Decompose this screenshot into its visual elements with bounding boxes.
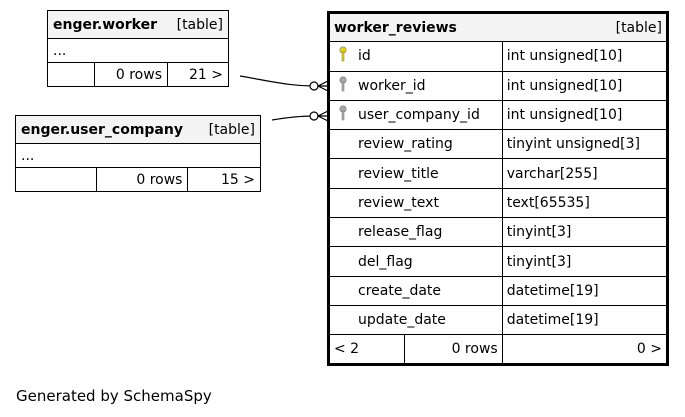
column-row[interactable]: update_date datetime[19] — [328, 304, 669, 336]
edge-worker-optional-marker — [309, 81, 319, 91]
table-row-count: 0 rows — [403, 334, 503, 365]
column-row[interactable]: release_flag tinyint[3] — [328, 217, 669, 248]
primary-key-icon — [339, 46, 347, 66]
column-name-cell: worker_id — [328, 70, 503, 101]
column-name: review_rating — [358, 136, 453, 153]
column-name: del_flag — [358, 253, 413, 270]
table-ellipsis: ... — [47, 38, 229, 63]
column-type: tinyint unsigned[3] — [501, 129, 669, 160]
column-type: tinyint[3] — [501, 246, 669, 277]
column-name: review_title — [358, 165, 439, 182]
table-children-link[interactable]: 15 > — [187, 167, 261, 192]
table-parents-link[interactable]: < 2 — [328, 334, 405, 365]
table-parents — [14, 167, 98, 192]
table-ellipsis: ... — [15, 143, 261, 168]
table-name: enger.worker — [47, 10, 168, 39]
column-type: datetime[19] — [501, 304, 669, 336]
table-row-count: 0 rows — [96, 167, 189, 192]
column-name: worker_id — [358, 77, 426, 94]
table-enger-worker[interactable]: enger.worker [table] ... 0 rows 21 > — [47, 10, 229, 87]
column-type: int unsigned[10] — [501, 41, 669, 72]
table-parents — [47, 62, 95, 87]
table-children-link[interactable]: 21 > — [167, 62, 229, 87]
column-row[interactable]: review_text text[65535] — [328, 187, 669, 219]
table-children-link[interactable]: 0 > — [501, 334, 669, 365]
column-row[interactable]: del_flag tinyint[3] — [328, 246, 669, 277]
table-row-count: 0 rows — [94, 62, 168, 87]
column-name: update_date — [358, 312, 446, 329]
column-name: user_company_id — [358, 107, 480, 124]
column-name-cell: user_company_id — [328, 99, 503, 131]
column-name-cell: review_text — [328, 187, 503, 219]
table-kind: [table] — [167, 10, 229, 39]
column-name-cell: review_title — [328, 158, 503, 189]
column-row[interactable]: id int unsigned[10] — [328, 41, 669, 72]
generated-by-footer: Generated by SchemaSpy — [16, 387, 212, 405]
column-row[interactable]: create_date datetime[19] — [328, 275, 669, 306]
edge-user-company-crowfoot — [317, 110, 329, 122]
table-name: worker_reviews — [328, 11, 503, 43]
column-name-cell: create_date — [328, 275, 503, 306]
edge-user-company-optional-marker — [309, 111, 319, 121]
edge-user-company-to-worker-reviews — [271, 115, 315, 121]
column-name: id — [358, 48, 371, 65]
column-name-cell: id — [328, 41, 503, 72]
column-type: int unsigned[10] — [501, 99, 669, 131]
column-name-cell: update_date — [328, 304, 503, 336]
table-enger-user-company[interactable]: enger.user_company [table] ... 0 rows 15… — [14, 115, 261, 192]
edge-worker-crowfoot — [317, 80, 329, 92]
table-worker-reviews[interactable]: worker_reviews [table] id int unsigned[10… — [327, 11, 669, 366]
column-name-cell: release_flag — [328, 217, 503, 248]
table-kind: [table] — [502, 11, 669, 43]
column-type: int unsigned[10] — [501, 70, 669, 101]
foreign-key-icon — [339, 105, 347, 125]
column-name: review_text — [358, 194, 439, 211]
column-type: tinyint[3] — [501, 217, 669, 248]
edge-worker-to-worker-reviews — [239, 75, 315, 87]
table-kind: [table] — [187, 115, 261, 144]
column-type: text[65535] — [501, 187, 669, 219]
foreign-key-icon — [339, 76, 347, 96]
column-row[interactable]: review_rating tinyint unsigned[3] — [328, 129, 669, 160]
column-type: datetime[19] — [501, 275, 669, 306]
column-row[interactable]: worker_id int unsigned[10] — [328, 70, 669, 101]
column-name: release_flag — [358, 224, 443, 241]
column-row[interactable]: user_company_id int unsigned[10] — [328, 99, 669, 131]
column-name-cell: del_flag — [328, 246, 503, 277]
column-row[interactable]: review_title varchar[255] — [328, 158, 669, 189]
column-type: varchar[255] — [501, 158, 669, 189]
column-name-cell: review_rating — [328, 129, 503, 160]
table-name: enger.user_company — [14, 115, 188, 144]
column-name: create_date — [358, 282, 442, 299]
